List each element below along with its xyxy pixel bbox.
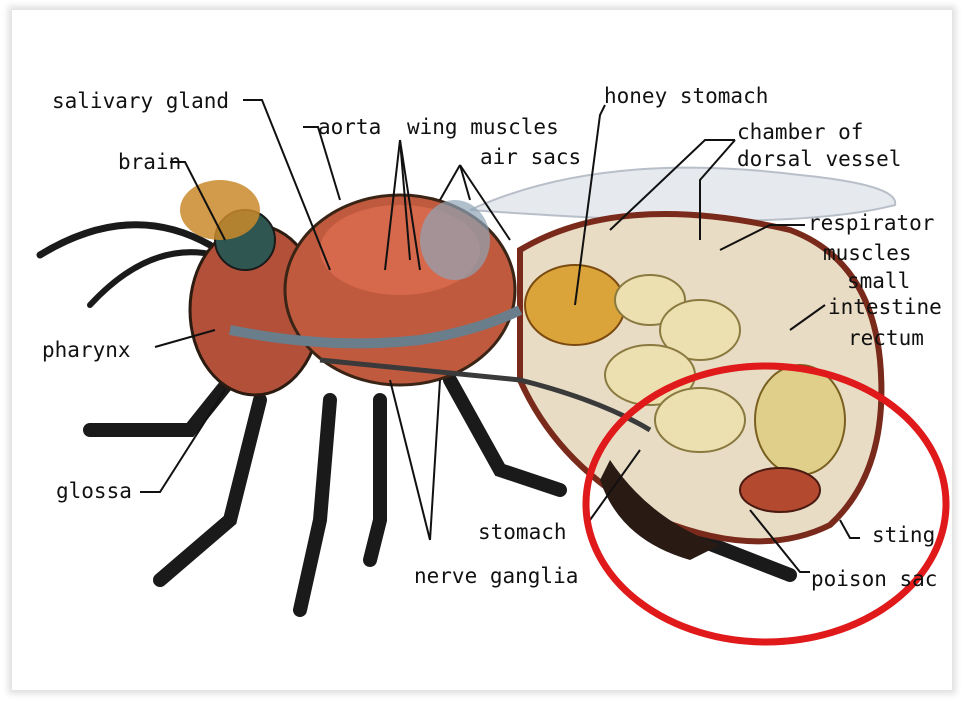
label-dorsal-vessel: dorsal vessel: [737, 148, 901, 170]
label-sting: sting: [872, 524, 935, 546]
label-respirator: respirator: [808, 212, 934, 234]
label-salivary-gland: salivary gland: [52, 90, 229, 112]
label-intestine: intestine: [828, 296, 942, 318]
label-air-sacs: air sacs: [480, 146, 581, 168]
label-honey-stomach: honey stomach: [604, 85, 768, 107]
label-brain: brain: [118, 151, 181, 173]
label-glossa: glossa: [56, 480, 132, 502]
label-nerve-ganglia: nerve ganglia: [414, 565, 578, 587]
label-wing-muscles: wing muscles: [407, 116, 559, 138]
label-poison-sac: poison sac: [811, 568, 937, 590]
rectum-organ: [755, 365, 845, 475]
label-muscles: muscles: [823, 242, 912, 264]
label-stomach: stomach: [478, 521, 567, 543]
label-chamber-of: chamber of: [737, 121, 863, 143]
label-rectum: rectum: [848, 327, 924, 349]
poison-sac-organ: [740, 468, 820, 512]
label-pharynx: pharynx: [42, 339, 131, 361]
label-aorta: aorta: [318, 116, 381, 138]
label-small: small: [847, 270, 910, 292]
